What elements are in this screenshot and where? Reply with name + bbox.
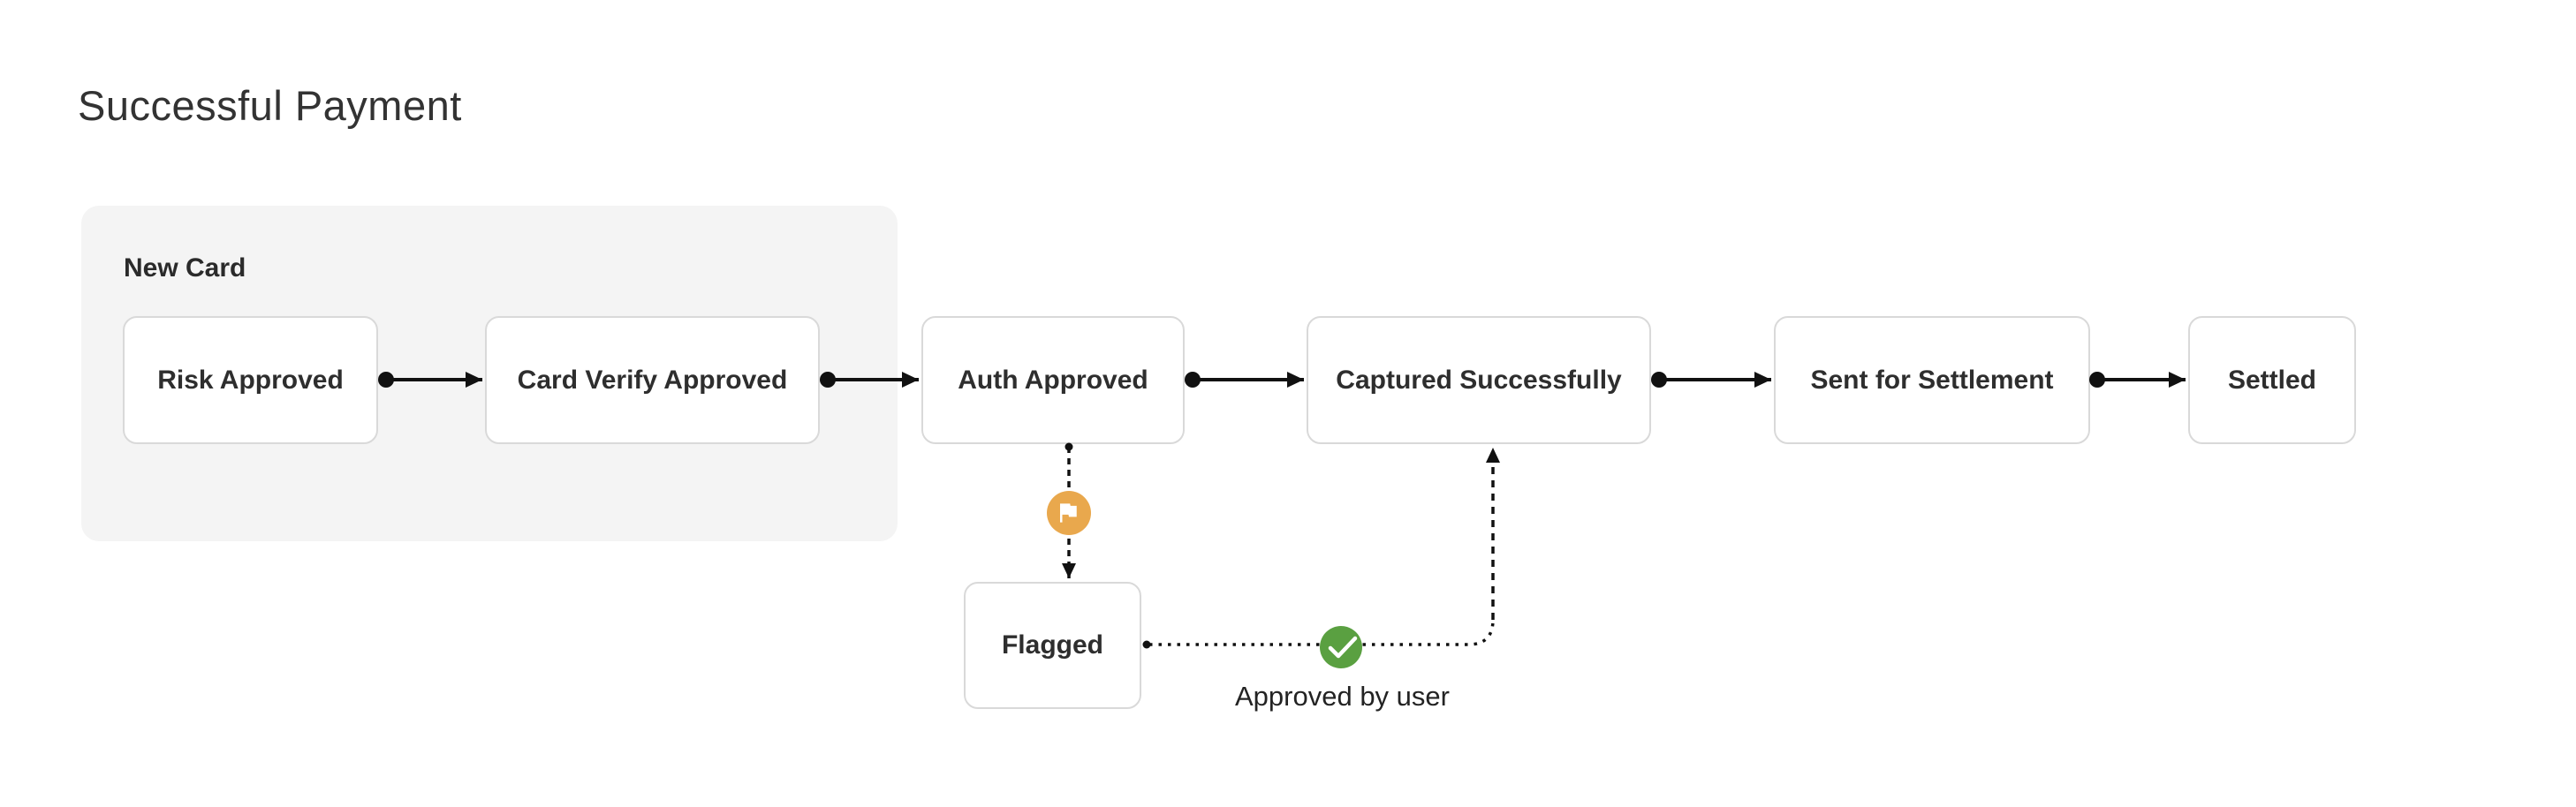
node-label: Sent for Settlement — [1810, 365, 2054, 395]
node-sent-for-settlement: Sent for Settlement — [1774, 316, 2090, 444]
node-card-verify-approved: Card Verify Approved — [485, 316, 820, 444]
edge-source-dot — [2089, 372, 2105, 388]
check-badge — [1320, 626, 1362, 668]
node-label: Risk Approved — [157, 365, 344, 395]
check-icon — [1328, 636, 1358, 659]
node-label: Card Verify Approved — [517, 365, 788, 395]
node-settled: Settled — [2188, 316, 2356, 444]
edge-flagged-to-captured-horizontal — [1149, 619, 1495, 646]
node-label: Auth Approved — [958, 365, 1148, 395]
node-label: Flagged — [1001, 630, 1103, 660]
approved-by-user-label: Approved by user — [1235, 681, 1450, 712]
edge-source-dot — [1142, 640, 1151, 649]
flag-badge — [1047, 491, 1091, 535]
node-captured-successfully: Captured Successfully — [1307, 316, 1651, 444]
edge-source-dot — [1651, 372, 1667, 388]
node-label: Captured Successfully — [1336, 365, 1622, 395]
edge-source-dot — [1185, 372, 1201, 388]
node-label: Settled — [2227, 365, 2317, 395]
page-title: Successful Payment — [78, 82, 462, 129]
node-risk-approved: Risk Approved — [123, 316, 378, 444]
node-flagged: Flagged — [964, 582, 1141, 709]
node-auth-approved: Auth Approved — [921, 316, 1185, 444]
flag-icon — [1060, 503, 1077, 523]
group-label: New Card — [124, 253, 246, 283]
